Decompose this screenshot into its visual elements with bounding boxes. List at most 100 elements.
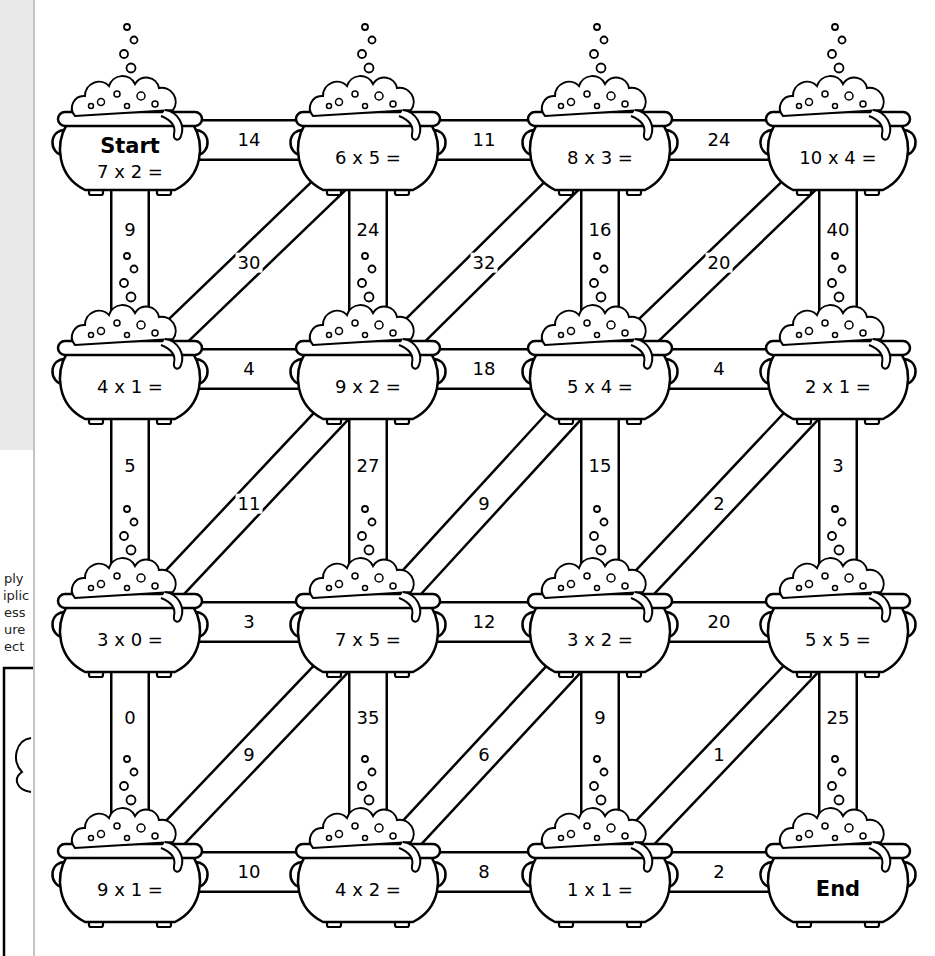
rising-bubble: [120, 279, 128, 287]
rising-bubble: [828, 532, 836, 540]
answer-label: 24: [355, 220, 382, 241]
rising-bubble: [832, 506, 838, 512]
cauldron-foam: [310, 558, 414, 598]
connector-band-fill: [183, 854, 316, 891]
connector-band-fill: [157, 406, 341, 601]
equation-text: 10 x 4 =: [799, 146, 876, 169]
rising-bubble: [365, 293, 374, 302]
foam-bubble: [622, 583, 628, 589]
foam-drip: [399, 110, 420, 140]
rising-bubble: [362, 506, 368, 512]
foam-bubble: [595, 333, 600, 338]
rising-bubble: [358, 50, 366, 58]
foam-bubble: [806, 831, 813, 838]
foam-bubble: [797, 104, 802, 109]
foam-drip: [869, 339, 890, 369]
connector-band: [421, 601, 548, 643]
equation-text: 4 x 1 =: [97, 375, 163, 398]
foam-bubble: [822, 573, 828, 579]
rising-bubble: [358, 279, 366, 287]
rising-bubble: [839, 519, 846, 526]
equation-text: 3 x 0 =: [97, 628, 163, 651]
foam-bubble: [152, 583, 158, 589]
foam-drip: [631, 110, 652, 140]
connector-band: [159, 176, 339, 349]
foam-bubble: [336, 831, 343, 838]
cauldron-node: 5 x 4 =: [525, 329, 675, 425]
connector-band-fill: [183, 122, 316, 159]
answer-label: 15: [587, 456, 614, 477]
foam-bubble: [622, 101, 628, 107]
rising-bubble: [828, 279, 836, 287]
connector-band: [157, 406, 341, 601]
foam-bubble: [125, 104, 130, 109]
connector-band-fill: [627, 659, 810, 852]
equation-text: 4 x 2 =: [335, 878, 401, 901]
foam-bubble: [352, 91, 358, 97]
foam-bubble: [375, 824, 383, 832]
connector-band: [653, 601, 786, 643]
foam-bubble: [833, 104, 838, 109]
answer-label: 25: [825, 708, 852, 729]
connector-band-fill: [653, 854, 786, 891]
connector-band-fill: [397, 176, 572, 349]
foam-bubble: [607, 92, 615, 100]
cauldron-node: 4 x 1 =: [55, 329, 205, 425]
foam-bubble: [806, 581, 813, 588]
foam-bubble: [327, 836, 332, 841]
foam-bubble: [89, 333, 94, 338]
page-fragment-text: ure: [4, 623, 25, 636]
connector-band: [183, 601, 316, 643]
answer-label: 2: [711, 862, 726, 883]
foam-bubble: [137, 574, 145, 582]
foam-bubble: [363, 586, 368, 591]
cauldron-foam: [72, 305, 176, 345]
foam-bubble: [327, 586, 332, 591]
connector-band-fill: [395, 659, 573, 851]
foam-bubble: [845, 321, 853, 329]
connector-band: [421, 348, 548, 390]
cauldron-node: 3 x 0 =: [55, 582, 205, 678]
rising-bubble: [124, 506, 130, 512]
foam-bubble: [98, 99, 105, 106]
rising-bubble: [369, 519, 376, 526]
foam-bubble: [797, 333, 802, 338]
rising-bubble: [832, 253, 838, 259]
foam-bubble: [568, 99, 575, 106]
cauldron-foam: [310, 76, 414, 116]
connector-band: [395, 406, 574, 601]
rising-bubble: [597, 546, 606, 555]
rising-bubble: [832, 756, 838, 762]
connector-band-fill: [183, 604, 316, 641]
equation-text: 9 x 1 =: [97, 878, 163, 901]
rising-bubble: [120, 532, 128, 540]
foam-bubble: [137, 321, 145, 329]
foam-bubble: [89, 836, 94, 841]
foam-bubble: [833, 836, 838, 841]
rising-bubble: [369, 37, 376, 44]
rising-bubble: [362, 756, 368, 762]
page-fragment-text: ess: [4, 606, 26, 619]
cauldron-title: End: [816, 876, 860, 903]
equation-text: 7 x 5 =: [335, 628, 401, 651]
rising-bubble: [131, 519, 138, 526]
equation-text: 2 x 1 =: [805, 375, 871, 398]
rising-bubble: [594, 24, 600, 30]
equation-text: 5 x 4 =: [567, 375, 633, 398]
foam-bubble: [833, 586, 838, 591]
foam-bubble: [375, 574, 383, 582]
rising-bubble: [597, 293, 606, 302]
rising-bubble: [832, 24, 838, 30]
foam-bubble: [607, 321, 615, 329]
cauldron-node: 5 x 5 =: [763, 582, 913, 678]
rising-bubble: [365, 546, 374, 555]
answer-label: 20: [706, 252, 733, 273]
back-page-cloud: [16, 738, 31, 792]
rising-bubble: [839, 769, 846, 776]
foam-drip: [631, 842, 652, 872]
rising-bubble: [590, 50, 598, 58]
foam-bubble: [584, 573, 590, 579]
answer-label: 11: [471, 130, 498, 151]
equation-text: 7 x 2 =: [97, 160, 163, 183]
foam-bubble: [352, 823, 358, 829]
